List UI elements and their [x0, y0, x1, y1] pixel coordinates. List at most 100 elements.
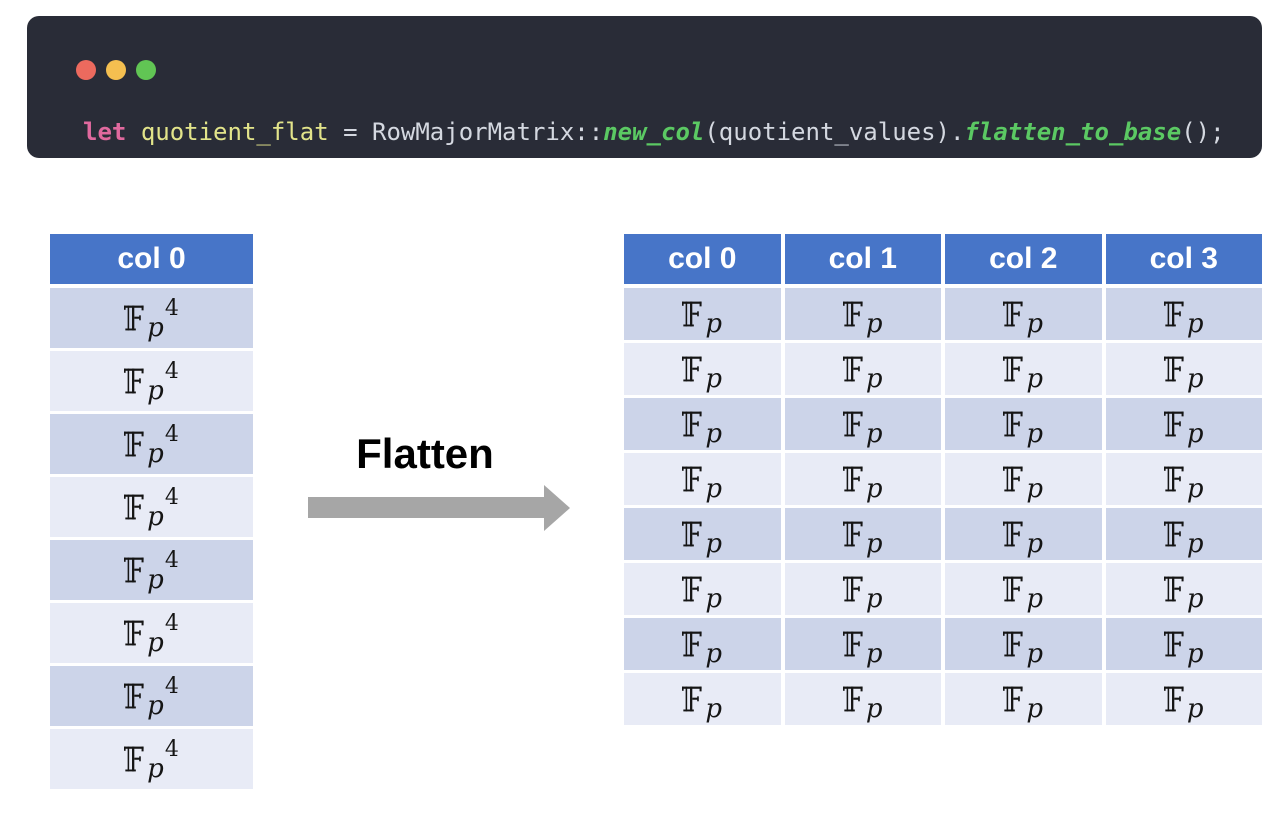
superscript: 4: [164, 359, 179, 384]
subscript: p: [705, 309, 723, 339]
field-element: p: [843, 301, 883, 337]
flatten-label: Flatten: [356, 430, 494, 477]
double-struck-F-icon: [1164, 576, 1185, 602]
double-struck-F-icon: [843, 356, 864, 382]
subscript: p: [865, 529, 883, 559]
field-element: p: [843, 686, 883, 722]
matrix-cell: p: [784, 563, 941, 615]
subscript: p: [1026, 364, 1044, 394]
field-element: p: [682, 301, 722, 337]
field-element: p: [1003, 686, 1043, 722]
subscript: p: [1186, 694, 1204, 724]
matrix-cell: p: [784, 453, 941, 505]
field-element: p: [843, 521, 883, 557]
close-button[interactable]: [76, 60, 96, 80]
double-struck-F-icon: [1003, 411, 1024, 437]
field-element: p: [1003, 301, 1043, 337]
double-struck-F-icon: [1003, 576, 1024, 602]
subscript: p: [1186, 364, 1204, 394]
subscript: p: [705, 474, 723, 504]
subscript: p: [865, 309, 883, 339]
traffic-lights: [76, 60, 156, 80]
zoom-button[interactable]: [136, 60, 156, 80]
double-struck-F-icon: [1164, 686, 1185, 712]
superscript: 4: [164, 611, 179, 636]
subscript: p: [865, 639, 883, 669]
minimize-button[interactable]: [106, 60, 126, 80]
field-element: p: [843, 411, 883, 447]
subscript: p: [1186, 419, 1204, 449]
matrix-cell: p: [945, 453, 1102, 505]
code-token-plain: (quotient_values): [704, 118, 950, 146]
field-element: p: [843, 631, 883, 667]
code-token-plain: .: [950, 118, 965, 146]
subscript: p: [865, 584, 883, 614]
subscript: p: [705, 639, 723, 669]
subscript: p: [865, 474, 883, 504]
superscript: 4: [164, 548, 179, 573]
matrix-cell: p: [945, 673, 1102, 725]
double-struck-F-icon: [1164, 631, 1185, 657]
matrix-cell: p: [1105, 563, 1262, 615]
superscript: 4: [164, 737, 179, 762]
field-element: p: [682, 686, 722, 722]
code-token-plain: [126, 118, 140, 146]
column-header: col 0: [50, 234, 253, 284]
column-header: col 1: [784, 234, 941, 284]
matrix-cell: p: [624, 673, 781, 725]
matrix-cell: p: [945, 508, 1102, 560]
matrix-cell: p: [624, 453, 781, 505]
matrix-cell: p: [784, 288, 941, 340]
matrix-cell: p: [945, 563, 1102, 615]
double-struck-F-icon: [843, 631, 864, 657]
field-element: p: [1164, 466, 1204, 502]
matrix-cell: p: [1105, 673, 1262, 725]
matrix-cell: p: [784, 673, 941, 725]
code-token-variable: quotient_flat: [140, 118, 329, 146]
subscript: p: [1026, 529, 1044, 559]
code-token-function: new_col: [603, 118, 705, 146]
matrix-cell: p: [945, 343, 1102, 395]
field-element: p: [1164, 521, 1204, 557]
double-struck-F-icon: [124, 494, 145, 520]
flatten-arrow-icon: [308, 497, 544, 518]
double-struck-F-icon: [1003, 301, 1024, 327]
field-element: p: [682, 356, 722, 392]
subscript: p: [147, 376, 164, 406]
double-struck-F-icon: [124, 431, 145, 457]
double-struck-F-icon: [843, 686, 864, 712]
field-element: p: [843, 356, 883, 392]
subscript: p: [1186, 309, 1204, 339]
field-element: p: [682, 466, 722, 502]
field-element: p: [1003, 576, 1043, 612]
double-struck-F-icon: [682, 356, 703, 382]
matrix-cell: p: [624, 618, 781, 670]
field-element: p: [1164, 631, 1204, 667]
matrix-cell: p: [1105, 508, 1262, 560]
subscript: p: [1026, 584, 1044, 614]
double-struck-F-icon: [682, 631, 703, 657]
subscript: p: [1026, 694, 1044, 724]
matrix-cell: p: [945, 618, 1102, 670]
subscript: p: [147, 754, 164, 784]
field-element: p: [682, 631, 722, 667]
double-struck-F-icon: [682, 521, 703, 547]
superscript: 4: [164, 485, 179, 510]
subscript: p: [1186, 529, 1204, 559]
matrix-cell: p: [624, 288, 781, 340]
subscript: p: [705, 529, 723, 559]
